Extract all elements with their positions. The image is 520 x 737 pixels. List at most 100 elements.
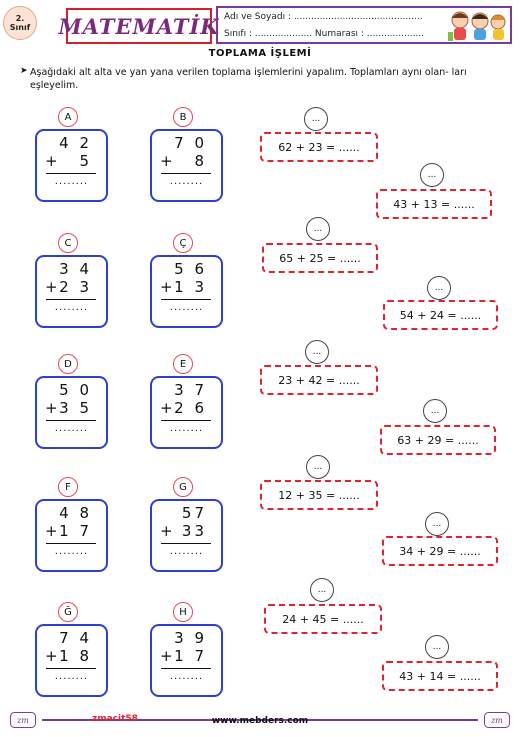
answer-blank[interactable]: ........	[54, 671, 89, 682]
addition-card: 57+33........	[150, 499, 223, 572]
sum-line	[161, 299, 211, 300]
match-letter-bubble[interactable]: ...	[310, 578, 334, 602]
sum-line	[161, 543, 211, 544]
first-addend: 7 0	[174, 134, 207, 152]
card-letter: E	[173, 354, 193, 374]
card-letter: Ğ	[58, 602, 78, 622]
footer-rule	[42, 719, 478, 721]
plus-sign: +	[160, 152, 173, 170]
equation-box[interactable]: 23 + 42 = ......	[260, 365, 378, 395]
left-logo-text: zm	[16, 716, 29, 725]
grade-label: Sınıf	[9, 23, 31, 32]
addition-card: 4 8+1 7........	[35, 499, 108, 572]
answer-blank[interactable]: ........	[169, 423, 204, 434]
sum-line	[46, 543, 96, 544]
plus-sign: +	[160, 278, 173, 296]
addition-card: 3 4+2 3........	[35, 255, 108, 328]
addition-card: 3 7+2 6........	[150, 376, 223, 449]
equation-box[interactable]: 24 + 45 = ......	[264, 604, 382, 634]
answer-blank[interactable]: ........	[169, 302, 204, 313]
match-letter-bubble[interactable]: ...	[420, 163, 444, 187]
second-addend: 1 3	[174, 278, 207, 296]
answer-blank[interactable]: ........	[54, 176, 89, 187]
card-letter: C	[58, 233, 78, 253]
answer-blank[interactable]: ........	[54, 302, 89, 313]
match-letter-bubble[interactable]: ...	[425, 512, 449, 536]
right-logo-text: zm	[490, 716, 503, 725]
equation-box[interactable]: 12 + 35 = ......	[260, 480, 378, 510]
second-addend: 5	[79, 152, 92, 170]
card-letter: Ç	[173, 233, 193, 253]
equation-box[interactable]: 62 + 23 = ......	[260, 132, 378, 162]
footer-author-tag: zmacit58	[92, 714, 138, 724]
first-addend: 4 2	[59, 134, 92, 152]
name-field: Adı ve Soyadı : ........................…	[224, 12, 423, 22]
plus-sign: +	[45, 152, 58, 170]
sum-line	[161, 173, 211, 174]
sum-line	[46, 668, 96, 669]
equation-box[interactable]: 65 + 25 = ......	[262, 243, 378, 273]
second-addend: 2 6	[174, 399, 207, 417]
class-number-field: Sınıfı : .................... Numarası :…	[224, 29, 425, 39]
second-addend: 1 7	[59, 522, 92, 540]
first-addend: 5 0	[59, 381, 92, 399]
instruction-text: Aşağıdaki alt alta ve yan yana verilen t…	[30, 67, 467, 91]
answer-blank[interactable]: ........	[54, 423, 89, 434]
second-addend: 8	[194, 152, 207, 170]
sum-line	[46, 173, 96, 174]
grade-number: 2.	[15, 14, 25, 23]
card-letter: A	[58, 107, 78, 127]
sum-line	[161, 420, 211, 421]
match-letter-bubble[interactable]: ...	[305, 340, 329, 364]
addition-card: 5 6+1 3........	[150, 255, 223, 328]
addition-card: 4 2+5........	[35, 129, 108, 202]
answer-blank[interactable]: ........	[169, 671, 204, 682]
first-addend: 3 4	[59, 260, 92, 278]
addition-card: 5 0+3 5........	[35, 376, 108, 449]
sum-line	[46, 299, 96, 300]
first-addend: 3 9	[174, 629, 207, 647]
right-logo-icon: zm	[484, 712, 510, 728]
second-addend: 1 7	[174, 647, 207, 665]
match-letter-bubble[interactable]: ...	[304, 107, 328, 131]
first-addend: 5 6	[174, 260, 207, 278]
addition-card: 7 0+8........	[150, 129, 223, 202]
equation-box[interactable]: 63 + 29 = ......	[380, 425, 496, 455]
match-letter-bubble[interactable]: ...	[306, 217, 330, 241]
card-letter: H	[173, 602, 193, 622]
card-letter: F	[58, 477, 78, 497]
card-letter: B	[173, 107, 193, 127]
arrow-bullet-icon: ➤	[20, 66, 28, 76]
grade-badge: 2. Sınıf	[3, 6, 37, 40]
plus-sign: +	[160, 647, 173, 665]
equation-box[interactable]: 54 + 24 = ......	[383, 300, 498, 330]
second-addend: 33	[181, 522, 207, 540]
answer-blank[interactable]: ........	[54, 546, 89, 557]
equation-box[interactable]: 34 + 29 = ......	[382, 536, 498, 566]
sum-line	[161, 668, 211, 669]
first-addend: 57	[181, 504, 207, 522]
second-addend: 2 3	[59, 278, 92, 296]
footer-url: www.mebders.com	[211, 716, 309, 726]
student-info-box: Adı ve Soyadı : ........................…	[216, 6, 512, 44]
match-letter-bubble[interactable]: ...	[423, 399, 447, 423]
answer-blank[interactable]: ........	[169, 176, 204, 187]
match-letter-bubble[interactable]: ...	[427, 276, 451, 300]
plus-sign: +	[45, 278, 58, 296]
first-addend: 4 8	[59, 504, 92, 522]
second-addend: 3 5	[59, 399, 92, 417]
page-title: TOPLAMA İŞLEMİ	[208, 48, 312, 59]
equation-box[interactable]: 43 + 14 = ......	[382, 661, 498, 691]
addition-card: 3 9+1 7........	[150, 624, 223, 697]
plus-sign: +	[45, 399, 58, 417]
match-letter-bubble[interactable]: ...	[306, 455, 330, 479]
students-illustration	[448, 11, 506, 41]
equation-box[interactable]: 43 + 13 = ......	[376, 189, 492, 219]
first-addend: 3 7	[174, 381, 207, 399]
plus-sign: +	[160, 399, 173, 417]
first-addend: 7 4	[59, 629, 92, 647]
answer-blank[interactable]: ........	[169, 546, 204, 557]
sum-line	[46, 420, 96, 421]
match-letter-bubble[interactable]: ...	[425, 635, 449, 659]
subject-box: MATEMATİK	[58, 8, 219, 44]
